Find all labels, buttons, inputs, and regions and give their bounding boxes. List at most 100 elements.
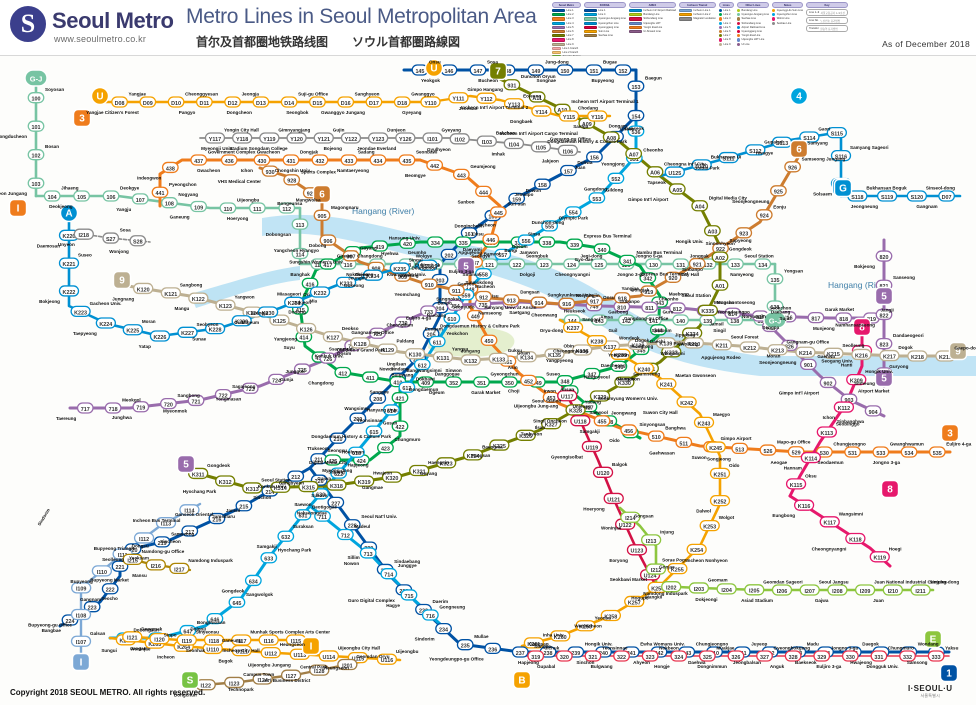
station-marker[interactable]: A04 xyxy=(691,200,709,212)
station-marker[interactable]: A01 xyxy=(711,279,729,291)
station-marker[interactable]: K309 xyxy=(846,373,867,386)
station-marker[interactable]: 348 xyxy=(556,375,574,387)
station-marker[interactable]: 322 xyxy=(613,650,630,662)
station-marker[interactable]: 340 xyxy=(593,243,611,255)
station-marker[interactable]: I201 xyxy=(337,658,358,671)
station-marker[interactable]: 924 xyxy=(755,209,773,221)
station-marker[interactable]: I123 xyxy=(224,676,245,689)
station-marker[interactable]: 553 xyxy=(588,192,606,204)
station-marker[interactable]: 714 xyxy=(380,568,398,580)
station-marker[interactable]: 631 xyxy=(294,509,312,521)
station-marker[interactable]: K327 xyxy=(540,418,562,430)
station-marker[interactable]: K245 xyxy=(705,441,726,453)
line-terminal-badge[interactable]: 6 xyxy=(789,139,809,159)
station-marker[interactable]: 431 xyxy=(282,154,300,166)
station-marker[interactable]: 352 xyxy=(445,376,462,388)
station-marker[interactable]: I210 xyxy=(882,584,903,596)
station-marker[interactable]: 437 xyxy=(190,154,208,166)
station-marker[interactable]: 130 xyxy=(645,258,662,270)
station-marker[interactable]: 152 xyxy=(614,64,632,76)
station-marker[interactable]: K238 xyxy=(586,335,608,347)
line-terminal-badge[interactable]: 5 xyxy=(874,286,894,306)
station-marker[interactable]: 219 xyxy=(153,536,171,548)
station-marker[interactable]: 926 xyxy=(784,161,802,173)
station-marker[interactable]: I217 xyxy=(169,562,190,575)
station-marker[interactable]: D13 xyxy=(252,96,270,108)
line-terminal-badge[interactable]: U xyxy=(90,86,110,106)
station-marker[interactable]: K122 xyxy=(188,292,209,304)
station-marker[interactable]: K261 xyxy=(523,637,545,649)
station-marker[interactable]: 449 xyxy=(466,309,484,322)
station-marker[interactable]: 917 xyxy=(586,294,603,307)
station-marker[interactable]: 108 xyxy=(161,197,178,209)
station-marker[interactable]: 154 xyxy=(627,109,645,122)
station-marker[interactable]: K230 xyxy=(257,306,279,318)
station-marker[interactable]: 131 xyxy=(672,258,690,270)
station-marker[interactable]: 107 xyxy=(131,193,149,205)
station-marker[interactable]: 719 xyxy=(132,401,150,413)
station-marker[interactable]: K114 xyxy=(800,451,822,464)
station-marker[interactable]: S28 xyxy=(129,235,147,247)
station-marker[interactable]: 535 xyxy=(928,446,946,458)
line-terminal-badge[interactable]: 3 xyxy=(940,423,960,443)
station-marker[interactable]: 342 xyxy=(639,272,657,284)
station-marker[interactable]: 151 xyxy=(585,64,603,76)
station-marker[interactable]: K242 xyxy=(676,396,697,408)
station-marker[interactable]: I114 xyxy=(179,504,200,516)
station-marker[interactable]: S111 xyxy=(718,151,739,164)
station-marker[interactable]: 452 xyxy=(520,374,537,387)
station-marker[interactable]: 346 xyxy=(610,360,628,372)
station-marker[interactable]: U117 xyxy=(557,390,578,402)
station-marker[interactable]: 716 xyxy=(421,609,439,621)
station-marker[interactable]: 455 xyxy=(593,415,611,427)
station-marker[interactable]: I103 xyxy=(476,135,497,147)
line-terminal-badge[interactable]: 9 xyxy=(112,270,132,290)
station-marker[interactable]: 610 xyxy=(443,312,461,324)
station-marker[interactable]: 102 xyxy=(27,149,45,161)
station-marker[interactable]: I128 xyxy=(309,664,330,676)
station-marker[interactable]: K258 xyxy=(600,609,622,622)
station-marker[interactable]: D17 xyxy=(365,96,383,108)
station-marker[interactable]: K233 xyxy=(335,276,357,289)
station-marker[interactable]: I106 xyxy=(557,144,579,157)
station-marker[interactable]: I109 xyxy=(71,582,92,594)
station-marker[interactable]: 142 xyxy=(617,314,635,326)
station-marker[interactable]: 208 xyxy=(369,392,387,404)
station-marker[interactable]: 411 xyxy=(361,371,379,383)
station-marker[interactable]: 330 xyxy=(841,650,859,662)
station-marker[interactable]: 916 xyxy=(558,297,576,309)
brand-url[interactable]: www.seoulmetro.co.kr xyxy=(54,34,147,44)
station-marker[interactable]: U123 xyxy=(626,544,648,556)
station-marker[interactable]: K259 xyxy=(575,620,596,632)
station-marker[interactable]: Y122 xyxy=(340,132,362,144)
station-marker[interactable]: 614 xyxy=(383,404,400,416)
station-marker[interactable]: 552 xyxy=(607,172,625,184)
station-marker[interactable]: I205 xyxy=(744,584,765,596)
station-marker[interactable]: K243 xyxy=(693,416,715,429)
station-marker[interactable]: K135 xyxy=(544,348,565,360)
station-marker[interactable]: K215 xyxy=(823,347,844,359)
station-marker[interactable]: K240 xyxy=(633,362,655,375)
station-marker[interactable]: I118 xyxy=(203,634,225,646)
station-marker[interactable]: U120 xyxy=(592,466,614,478)
station-marker[interactable]: 734 xyxy=(446,299,464,311)
line-terminal-badge[interactable]: 5 xyxy=(176,454,196,474)
station-marker[interactable]: 217 xyxy=(181,525,199,537)
station-marker[interactable]: 103 xyxy=(27,177,45,189)
station-marker[interactable]: 724 xyxy=(268,373,285,386)
station-marker[interactable]: 344 xyxy=(649,324,667,336)
station-marker[interactable]: 109 xyxy=(190,200,207,213)
station-marker[interactable]: K138 xyxy=(627,338,649,351)
station-marker[interactable]: D16 xyxy=(337,96,355,108)
station-marker[interactable]: K313 xyxy=(242,482,263,494)
station-marker[interactable]: 912 xyxy=(475,290,492,303)
station-marker[interactable]: Y113 xyxy=(503,98,525,110)
station-marker[interactable]: K223 xyxy=(70,305,91,318)
station-marker[interactable]: U112 xyxy=(260,646,281,659)
station-marker[interactable]: K232 xyxy=(309,286,331,298)
station-marker[interactable]: Y121 xyxy=(313,132,334,144)
station-marker[interactable]: 435 xyxy=(398,154,416,166)
station-marker[interactable]: 441 xyxy=(151,186,169,198)
